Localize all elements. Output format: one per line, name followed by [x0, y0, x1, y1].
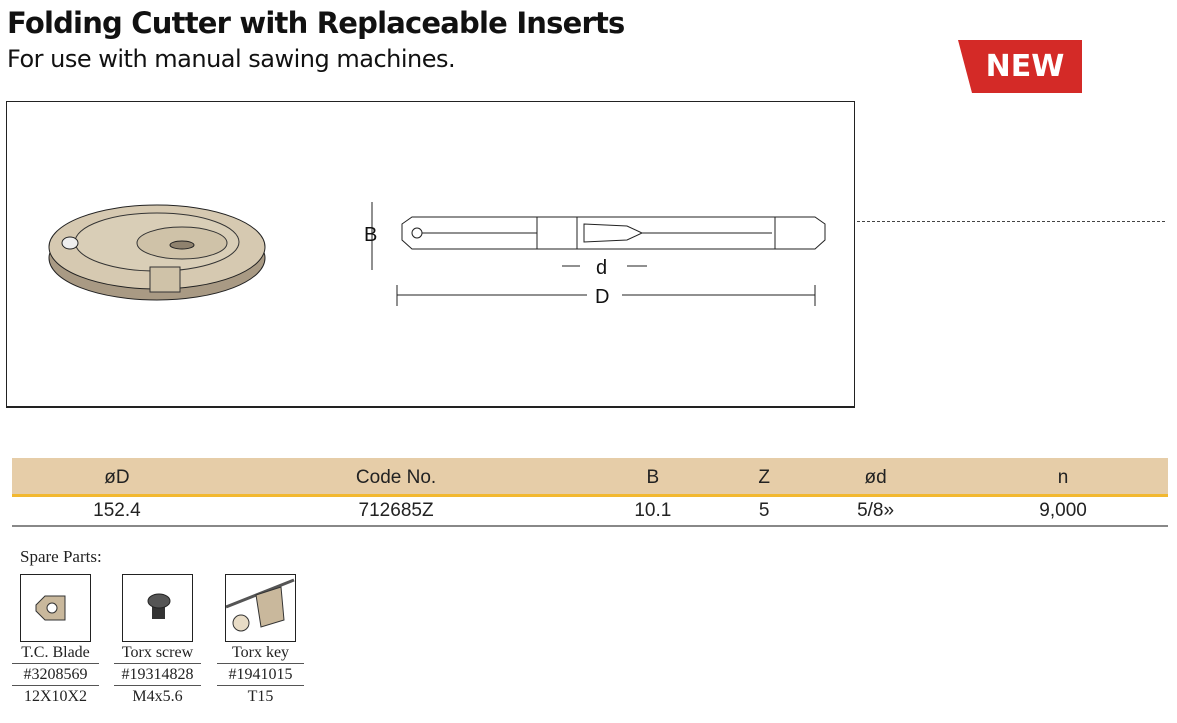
table-header-row: øD Code No. B Z ød n	[12, 458, 1168, 497]
spec-table: øD Code No. B Z ød n 152.4 712685Z 10.1 …	[12, 458, 1168, 527]
part-name: Torx screw	[114, 642, 201, 664]
part-code: #1941015	[217, 664, 304, 686]
part-size: 12X10X2	[23, 688, 88, 705]
blade-insert-icon	[20, 574, 91, 642]
part-name: Torx key	[217, 642, 304, 664]
dim-B-label: B	[364, 224, 377, 246]
col-header: B	[570, 458, 736, 497]
new-badge-label: NEW	[985, 49, 1065, 84]
page-subtitle: For use with manual sawing machines.	[7, 45, 456, 73]
cutter-disc-icon	[48, 204, 266, 301]
cell: 10.1	[570, 495, 736, 527]
col-header: Z	[735, 458, 794, 497]
dim-D-label: D	[595, 286, 609, 308]
col-header: Code No.	[221, 458, 571, 497]
col-header: n	[958, 458, 1168, 497]
col-header: øD	[12, 458, 222, 497]
part-name: T.C. Blade	[12, 642, 99, 664]
spare-part-key: Torx key #1941015 T15	[217, 574, 304, 707]
cutter-illustration: B d D	[48, 202, 826, 308]
part-code: #3208569	[12, 664, 99, 686]
torx-screw-icon	[122, 574, 193, 642]
col-header: ød	[793, 458, 959, 497]
page-title: Folding Cutter with Replaceable Inserts	[7, 6, 625, 40]
part-size: T15	[247, 688, 274, 705]
cell: 712685Z	[221, 495, 571, 527]
dim-d-label: d	[596, 257, 607, 279]
cell: 5	[735, 495, 794, 527]
part-code: #19314828	[114, 664, 201, 686]
spare-parts-title: Spare Parts:	[20, 547, 102, 566]
table-row: 152.4 712685Z 10.1 5 5/8» 9,000	[12, 495, 1168, 527]
cell: 5/8»	[793, 495, 959, 527]
part-size: M4x5.6	[132, 688, 183, 705]
spare-part-screw: Torx screw #19314828 M4x5.6	[114, 574, 201, 707]
cell: 9,000	[958, 495, 1168, 527]
dashed-divider	[857, 221, 1165, 222]
new-badge: NEW	[958, 40, 1082, 93]
cell: 152.4	[12, 495, 222, 527]
torx-key-icon	[225, 574, 296, 642]
product-drawing: B d D	[6, 101, 855, 408]
cutter-profile-icon	[401, 216, 826, 250]
spare-part-blade: T.C. Blade #3208569 12X10X2	[12, 574, 99, 707]
